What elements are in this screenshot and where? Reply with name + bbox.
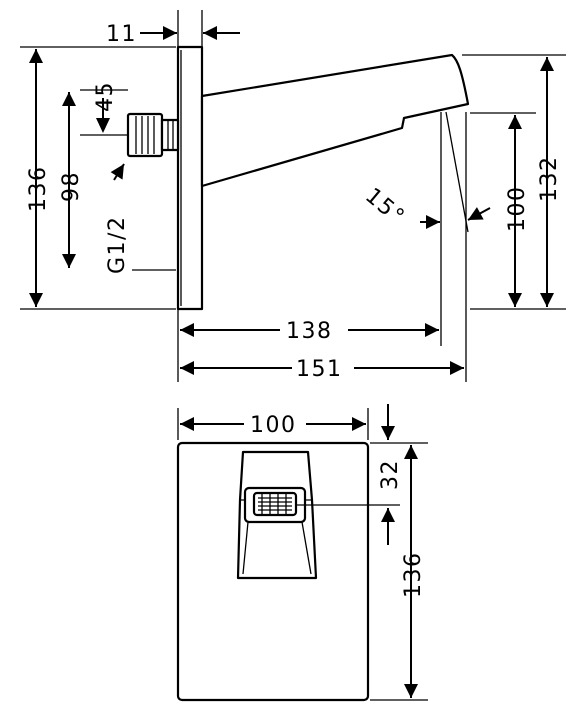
dim-label-136-front: 136 bbox=[401, 552, 426, 599]
front-extension-lines bbox=[177, 408, 428, 701]
extension-lines bbox=[20, 10, 566, 382]
dim-label-32: 32 bbox=[378, 459, 403, 490]
dim-label-100-side: 100 bbox=[505, 186, 530, 233]
side-view: 11 136 45 98 G1/2 15° 100 132 138 151 bbox=[20, 10, 566, 382]
thread-leader bbox=[110, 163, 125, 181]
angle-arrow-right bbox=[467, 207, 491, 221]
dim-label-151: 151 bbox=[296, 357, 343, 382]
dim-label-98: 98 bbox=[59, 171, 84, 202]
angle-label: 15° bbox=[360, 183, 409, 230]
dim-label-100-front: 100 bbox=[250, 413, 297, 438]
dim-label-136-side: 136 bbox=[26, 166, 51, 213]
wall-plate-side bbox=[176, 45, 204, 311]
dim-label-45: 45 bbox=[93, 81, 118, 112]
dim-label-138: 138 bbox=[286, 319, 333, 344]
dim-arrow-45 bbox=[96, 118, 110, 133]
dim-label-132: 132 bbox=[537, 156, 562, 203]
dim-label-11: 11 bbox=[106, 22, 137, 47]
connection-fitting bbox=[126, 112, 180, 158]
spout-front bbox=[236, 450, 318, 580]
spout-side bbox=[200, 53, 470, 188]
thread-label: G1/2 bbox=[105, 216, 130, 274]
front-view: 100 32 136 bbox=[176, 404, 428, 702]
